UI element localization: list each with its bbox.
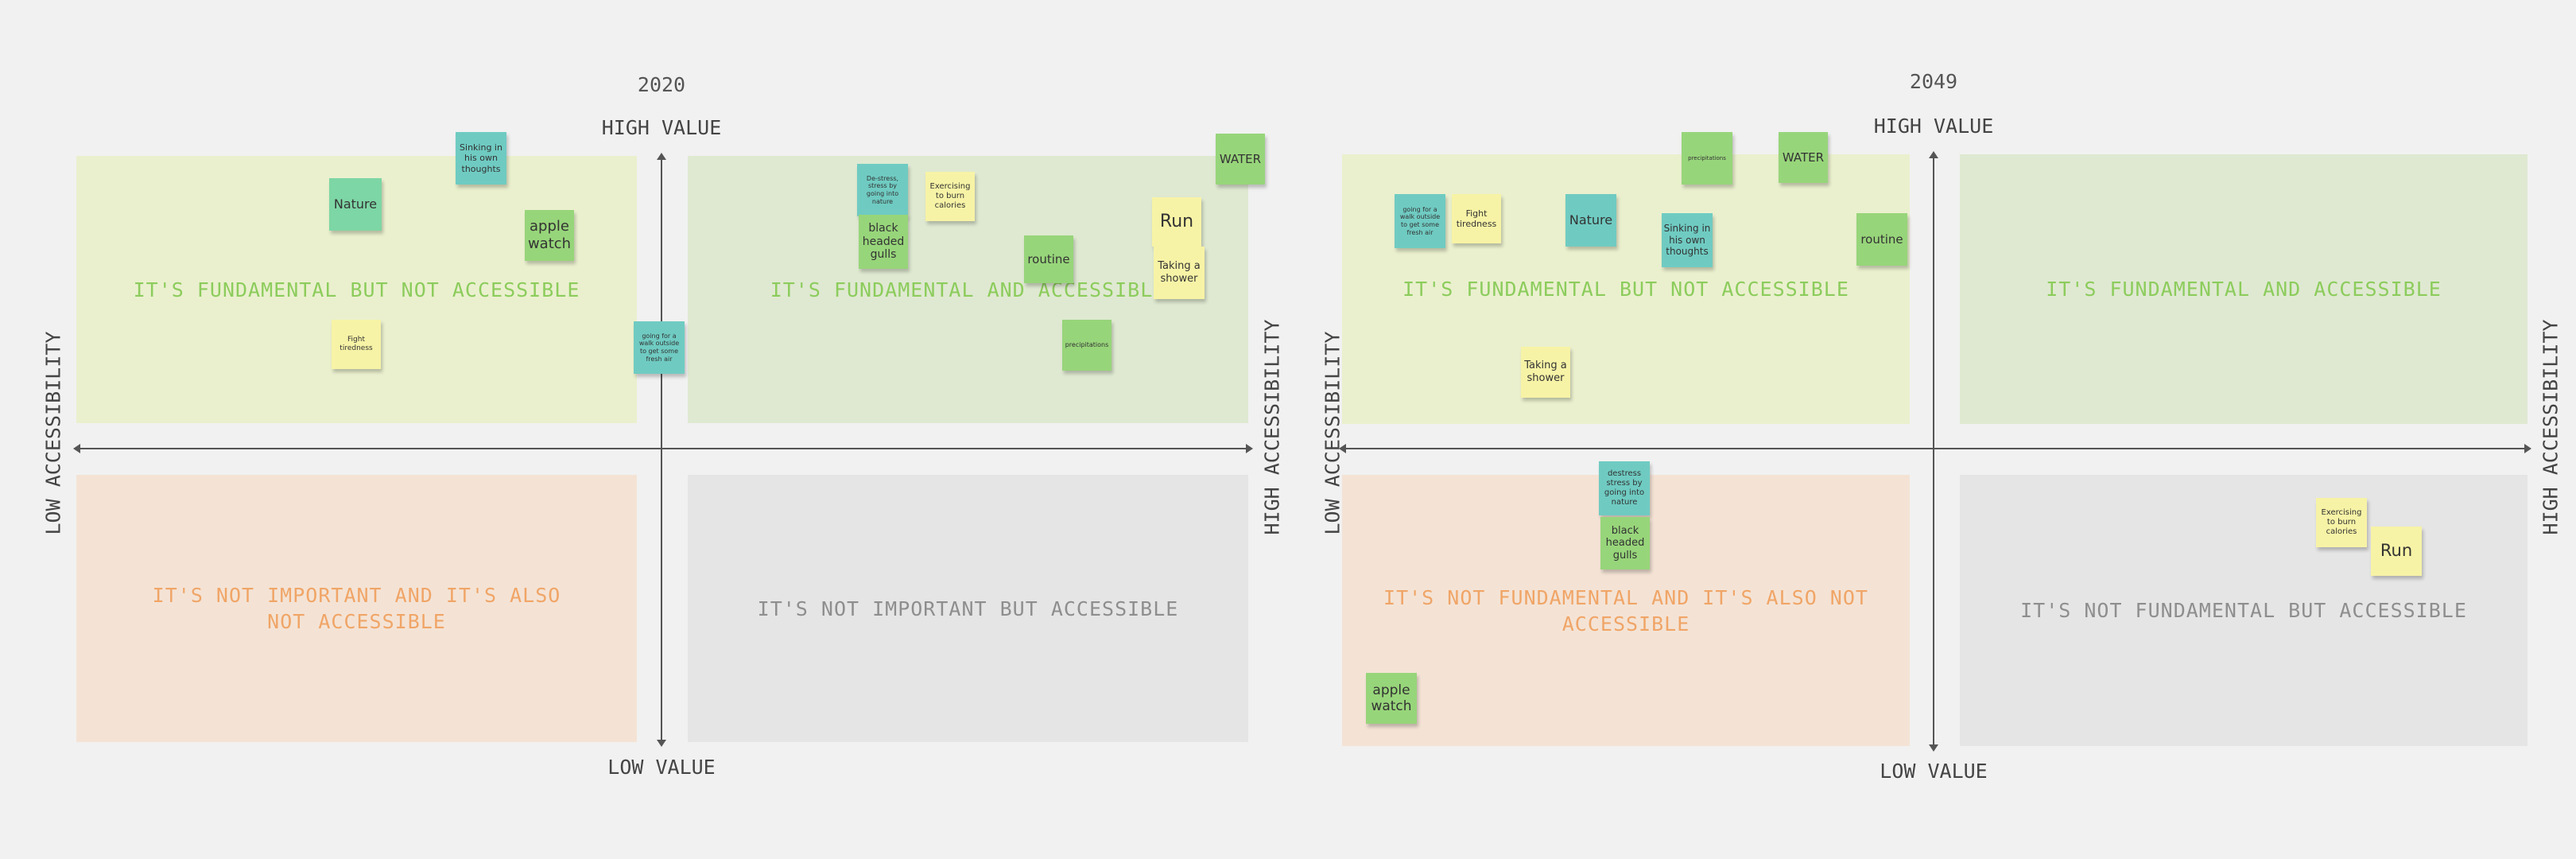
high-value-label: HIGH VALUE: [1873, 115, 1994, 138]
sticky-note-fight-tiredness[interactable]: Fight tiredness: [332, 320, 381, 369]
horizontal-axis: [1342, 448, 2528, 449]
quadrant-label: IT'S FUNDAMENTAL BUT NOT ACCESSIBLE: [1402, 278, 1849, 301]
quadrant-label: IT'S NOT IMPORTANT AND IT'S ALSO NOT ACC…: [152, 584, 561, 633]
sticky-note-sinking[interactable]: Sinking in his own thoughts: [1662, 213, 1713, 267]
low-accessibility-label: LOW ACCESSIBILITY: [1321, 331, 1344, 535]
sticky-note-run[interactable]: Run: [2371, 527, 2422, 576]
high-accessibility-label: HIGH ACCESSIBILITY: [2539, 319, 2562, 535]
low-value-label: LOW VALUE: [1880, 760, 1988, 783]
vertical-axis: [1933, 154, 1934, 747]
year-label: 2049: [1909, 70, 1958, 93]
quadrant-label: IT'S NOT FUNDAMENTAL AND IT'S ALSO NOT A…: [1383, 585, 1868, 636]
sticky-note-de-stress[interactable]: destress stress by going into nature: [1599, 461, 1650, 515]
arrow-right-icon: [1246, 444, 1253, 453]
sticky-note-routine[interactable]: routine: [1024, 235, 1073, 283]
arrow-left-icon: [1339, 444, 1346, 453]
quadrant-not-fundamental-accessible: IT'S NOT FUNDAMENTAL BUT ACCESSIBLE: [1960, 475, 2528, 746]
matrix-2049: 2049 HIGH VALUE IT'S FUNDAMENTAL BUT NOT…: [1288, 0, 2576, 859]
sticky-note-exercising[interactable]: Exercising to burn calories: [2316, 498, 2367, 547]
matrix-2020: 2020 HIGH VALUE IT'S FUNDAMENTAL BUT NOT…: [41, 73, 1284, 779]
sticky-note-sinking[interactable]: Sinking in his own thoughts: [456, 132, 506, 185]
sticky-note-apple-watch[interactable]: apple watch: [525, 210, 574, 261]
high-accessibility-label: HIGH ACCESSIBILITY: [1260, 319, 1284, 535]
sticky-note-water[interactable]: WATER: [1216, 134, 1265, 185]
quadrant-label: IT'S FUNDAMENTAL AND ACCESSIBLE: [2046, 278, 2442, 301]
sticky-note-precipitations[interactable]: precipitations: [1062, 320, 1111, 371]
high-value-label: HIGH VALUE: [601, 116, 722, 139]
quadrant-label: IT'S FUNDAMENTAL AND ACCESSIBLE: [770, 278, 1166, 301]
vertical-axis: [661, 156, 662, 743]
arrow-up-icon: [1929, 151, 1938, 158]
quadrant-label: IT'S NOT FUNDAMENTAL BUT ACCESSIBLE: [2020, 599, 2467, 622]
low-value-label: LOW VALUE: [607, 756, 716, 779]
sticky-note-taking-shower[interactable]: Taking a shower: [1154, 247, 1205, 299]
sticky-note-fight-tiredness[interactable]: Fight tiredness: [1452, 194, 1501, 243]
quadrant-label: IT'S NOT IMPORTANT BUT ACCESSIBLE: [757, 597, 1179, 620]
low-accessibility-label: LOW ACCESSIBILITY: [41, 331, 65, 535]
sticky-note-taking-shower[interactable]: Taking a shower: [1521, 347, 1570, 398]
arrow-right-icon: [2524, 444, 2531, 453]
arrow-down-icon: [1929, 744, 1938, 752]
sticky-note-black-headed-gulls[interactable]: black headed gulls: [1600, 517, 1650, 569]
year-label: 2020: [637, 73, 686, 96]
sticky-note-going-walk[interactable]: going for a walk outside to get some fre…: [634, 321, 685, 374]
horizontal-axis: [76, 448, 1249, 449]
arrow-left-icon: [73, 444, 80, 453]
quadrant-not-important-accessible: IT'S NOT IMPORTANT BUT ACCESSIBLE: [688, 475, 1248, 742]
sticky-note-precipitations[interactable]: precipitations: [1682, 132, 1732, 185]
quadrant-fundamental-accessible: IT'S FUNDAMENTAL AND ACCESSIBLE: [1960, 154, 2528, 424]
sticky-note-going-walk[interactable]: going for a walk outside to get some fre…: [1395, 194, 1445, 248]
sticky-note-run[interactable]: Run: [1152, 197, 1201, 247]
sticky-note-nature[interactable]: Nature: [329, 178, 382, 231]
sticky-note-de-stress[interactable]: De-stress, stress by going into nature: [857, 164, 908, 216]
sticky-note-water[interactable]: WATER: [1779, 132, 1828, 183]
sticky-note-routine[interactable]: routine: [1856, 213, 1907, 266]
arrow-down-icon: [657, 740, 666, 747]
arrow-up-icon: [657, 153, 666, 160]
quadrant-not-fundamental-not-accessible: IT'S NOT FUNDAMENTAL AND IT'S ALSO NOT A…: [1342, 475, 1910, 746]
sticky-note-apple-watch[interactable]: apple watch: [1366, 673, 1417, 724]
sticky-note-nature[interactable]: Nature: [1565, 194, 1616, 247]
sticky-note-black-headed-gulls[interactable]: black headed gulls: [859, 215, 908, 269]
sticky-note-exercising[interactable]: Exercising to burn calories: [925, 172, 975, 221]
quadrant-label: IT'S FUNDAMENTAL BUT NOT ACCESSIBLE: [133, 278, 580, 301]
quadrant-not-important-not-accessible: IT'S NOT IMPORTANT AND IT'S ALSO NOT ACC…: [76, 475, 637, 742]
